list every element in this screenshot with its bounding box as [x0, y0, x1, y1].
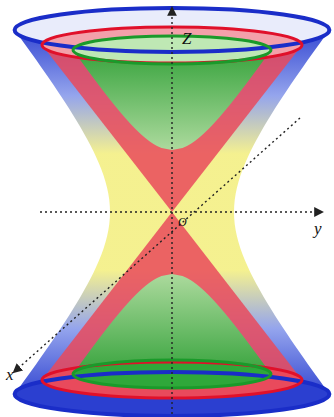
coordinate-axis	[40, 211, 322, 212]
rim-ellipse	[15, 8, 330, 52]
axis-label: y	[314, 220, 322, 237]
axis-label: x	[6, 366, 14, 383]
coordinate-axis	[14, 118, 300, 372]
rim-ellipse	[73, 36, 271, 64]
axis-label: Z	[182, 30, 191, 47]
coordinate-axis	[171, 8, 172, 414]
axis-label: O	[178, 216, 187, 228]
